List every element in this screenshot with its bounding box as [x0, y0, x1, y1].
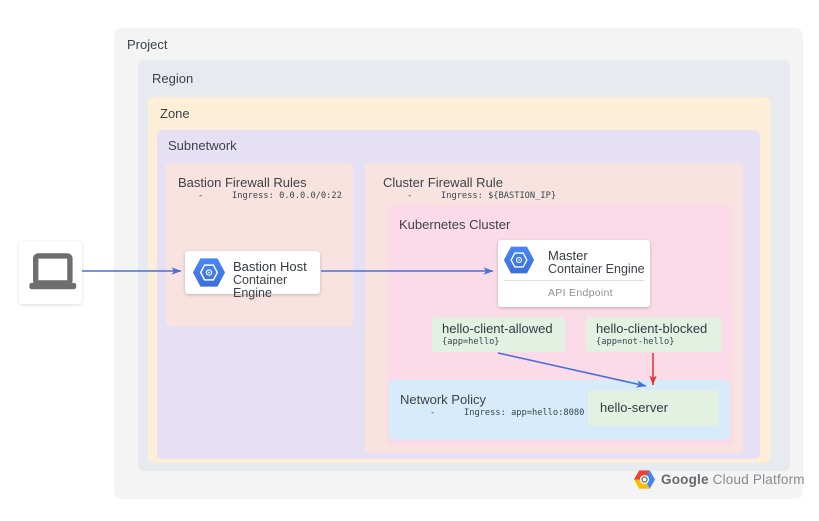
hello-client-allowed-title: hello-client-allowed	[442, 321, 553, 336]
network-policy-title: Network Policy	[400, 392, 486, 407]
kubernetes-cluster-title: Kubernetes Cluster	[399, 217, 511, 232]
hello-client-blocked-pod: hello-client-blocked {app=not-hello}	[586, 317, 721, 352]
container-engine-icon	[503, 246, 535, 274]
card-divider	[504, 280, 644, 281]
subnetwork-label: Subnetwork	[168, 138, 237, 153]
gcp-footer-brand: Google Cloud Platform	[634, 470, 805, 489]
api-endpoint-label: API Endpoint	[548, 287, 613, 299]
hello-server-label: hello-server	[600, 400, 668, 415]
region-label: Region	[152, 71, 194, 86]
brand-google: Google	[661, 472, 709, 487]
gcp-brand-text: Google Cloud Platform	[661, 472, 805, 487]
master-subtitle: Container Engine	[548, 262, 645, 276]
bastion-firewall-rule: -Ingress: 0.0.0.0/0:22	[198, 191, 342, 201]
master-title: Master	[548, 248, 588, 263]
client-laptop-card	[19, 241, 82, 304]
container-engine-icon	[192, 258, 226, 287]
master-card: Master Container Engine API Endpoint	[498, 240, 650, 307]
bastion-firewall-title: Bastion Firewall Rules	[178, 175, 307, 190]
bastion-host-subtitle: Container Engine	[233, 273, 288, 300]
hello-client-allowed-selector: {app=hello}	[442, 337, 500, 347]
hello-server-pod: hello-server	[588, 390, 718, 426]
brand-cloud-platform: Cloud Platform	[712, 472, 805, 487]
hello-client-blocked-title: hello-client-blocked	[596, 321, 708, 336]
google-cloud-platform-logo-icon	[634, 470, 655, 489]
bastion-host-title: Bastion Host	[233, 259, 307, 274]
cluster-firewall-title: Cluster Firewall Rule	[383, 175, 503, 190]
laptop-icon	[28, 252, 76, 289]
network-policy-rule: -Ingress: app=hello:8080	[430, 408, 585, 418]
hello-client-blocked-selector: {app=not-hello}	[596, 337, 675, 347]
hello-client-allowed-pod: hello-client-allowed {app=hello}	[432, 317, 565, 352]
project-label: Project	[127, 37, 168, 52]
zone-label: Zone	[160, 106, 190, 121]
cluster-firewall-rule: -Ingress: ${BASTION_IP}	[407, 191, 557, 201]
bastion-host-card: Bastion Host Container Engine	[185, 251, 320, 300]
bastion-firewall-rules-box: Bastion Firewall Rules -Ingress: 0.0.0.0…	[166, 163, 353, 326]
